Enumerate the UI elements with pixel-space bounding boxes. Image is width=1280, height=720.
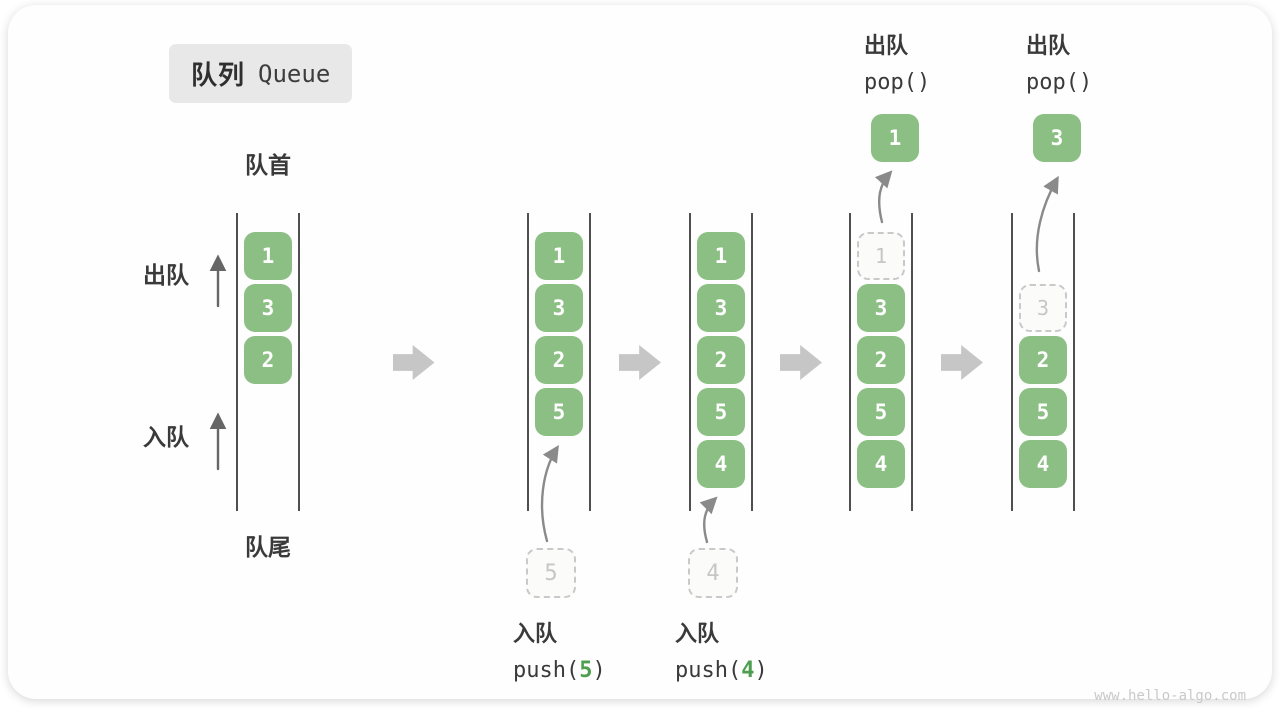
op-code-post: ) [754, 658, 768, 683]
title-box: 队列 Queue [169, 44, 353, 103]
queue-item: 1 [535, 232, 583, 280]
queue-rear-label: 队尾 [245, 534, 291, 560]
queue-item: 4 [1019, 440, 1067, 488]
queue-wall-left [689, 213, 691, 511]
op-code-label: push(5) [513, 658, 606, 683]
queue-item: 5 [697, 388, 745, 436]
queue-item: 3 [244, 284, 292, 332]
queue-item: 1 [244, 232, 292, 280]
queue-item: 5 [535, 388, 583, 436]
queue-item: 2 [1019, 336, 1067, 384]
queue-item: 3 [697, 284, 745, 332]
queue-wall-left [527, 213, 529, 511]
op-title-label: 入队 [513, 621, 558, 646]
dequeued-item-box: 3 [1033, 114, 1081, 162]
op-code-label: pop() [864, 70, 930, 95]
queue-wall-right [911, 213, 913, 511]
dequeue-op-label: 出队 pop() [1026, 28, 1092, 95]
op-code-post: ) [592, 658, 606, 683]
op-code-arg: 5 [579, 658, 593, 683]
queue-item: 3 [535, 284, 583, 332]
queue-wall-right [589, 213, 591, 511]
queue-item: 2 [857, 336, 905, 384]
dequeued-item-box: 1 [871, 114, 919, 162]
queue-front-label: 队首 [245, 152, 291, 178]
queue-item: 2 [697, 336, 745, 384]
queue-item: 4 [697, 440, 745, 488]
op-code-pre: push( [675, 658, 742, 683]
queue-wall-left [849, 213, 851, 511]
queue-item: 3 [857, 284, 905, 332]
op-title-label: 出队 [1026, 33, 1071, 58]
op-code-pre: push( [513, 658, 580, 683]
enqueue-op-label: 入队 push(4) [675, 616, 768, 683]
queue-item: 2 [244, 336, 292, 384]
op-code-pre: pop() [1026, 70, 1093, 95]
queue-item-ghost: 1 [857, 232, 905, 280]
queue-item: 5 [1019, 388, 1067, 436]
op-title-label: 入队 [675, 621, 720, 646]
queue-item: 5 [857, 388, 905, 436]
queue-item-ghost: 3 [1019, 284, 1067, 332]
op-code-pre: pop() [864, 70, 931, 95]
enqueue-candidate-box: 5 [526, 548, 576, 598]
queue-wall-left [236, 213, 238, 511]
title-chinese: 队列 [191, 60, 246, 90]
title-english: Queue [258, 59, 331, 88]
queue-wall-right [751, 213, 753, 511]
enqueue-candidate-box: 4 [688, 548, 738, 598]
queue-item: 4 [857, 440, 905, 488]
enqueue-op-label: 入队 push(5) [513, 616, 606, 683]
op-code-label: push(4) [675, 658, 768, 683]
watermark: www.hello-algo.com [1094, 688, 1246, 704]
dequeue-op-label: 出队 pop() [864, 28, 930, 95]
queue-item: 1 [697, 232, 745, 280]
queue-wall-right [298, 213, 300, 511]
queue-item: 2 [535, 336, 583, 384]
dequeue-side-label: 出队 [143, 262, 189, 288]
op-title-label: 出队 [864, 33, 909, 58]
op-code-label: pop() [1026, 70, 1092, 95]
enqueue-side-label: 入队 [143, 424, 189, 450]
op-code-arg: 4 [741, 658, 755, 683]
queue-wall-left [1011, 213, 1013, 511]
queue-wall-right [1073, 213, 1075, 511]
